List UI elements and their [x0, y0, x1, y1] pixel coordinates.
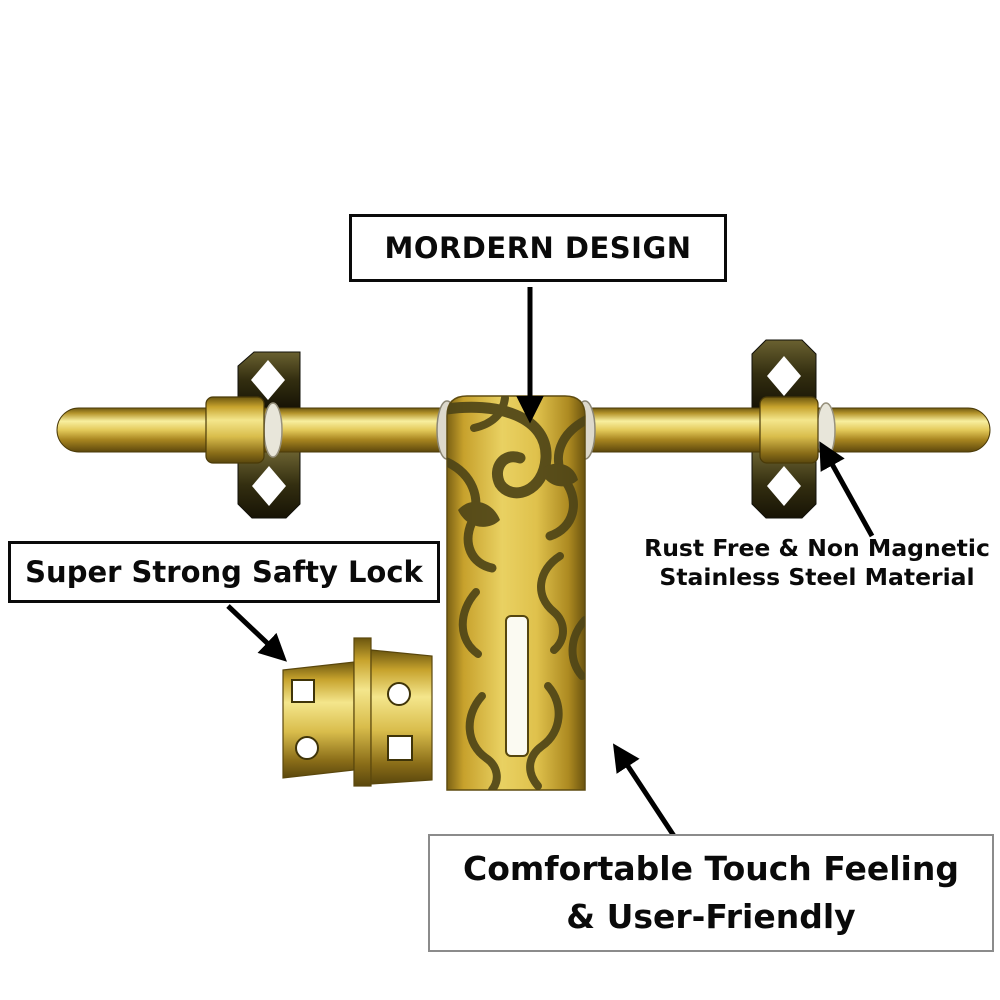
plate-slot: [505, 615, 529, 757]
rod-collar-right: [759, 396, 836, 464]
arrow-material: [819, 441, 875, 538]
material-text-line1: Rust Free & Non Magnetic: [644, 534, 990, 562]
comfort-label: Comfortable Touch Feeling & User-Friendl…: [428, 834, 994, 952]
material-label: Rust Free & Non Magnetic Stainless Steel…: [642, 534, 992, 592]
arrow-comfort: [612, 743, 677, 838]
arrow-safety-lock: [226, 604, 287, 662]
safety-lock-text: Super Strong Safty Lock: [25, 555, 423, 589]
rod-collar-left: [205, 396, 283, 464]
comfort-text-line1: Comfortable Touch Feeling: [463, 849, 959, 889]
decorative-center-plate: [436, 395, 596, 791]
safety-lock-bracket: [282, 637, 433, 787]
comfort-text-line2: & User-Friendly: [566, 897, 856, 936]
floral-pattern: [447, 396, 585, 790]
safety-lock-label: Super Strong Safty Lock: [8, 541, 440, 603]
material-text-line2: Stainless Steel Material: [659, 563, 975, 592]
modern-design-label: MORDERN DESIGN: [349, 214, 727, 282]
mounting-bracket-left: [237, 351, 301, 519]
modern-design-text: MORDERN DESIGN: [384, 231, 692, 265]
